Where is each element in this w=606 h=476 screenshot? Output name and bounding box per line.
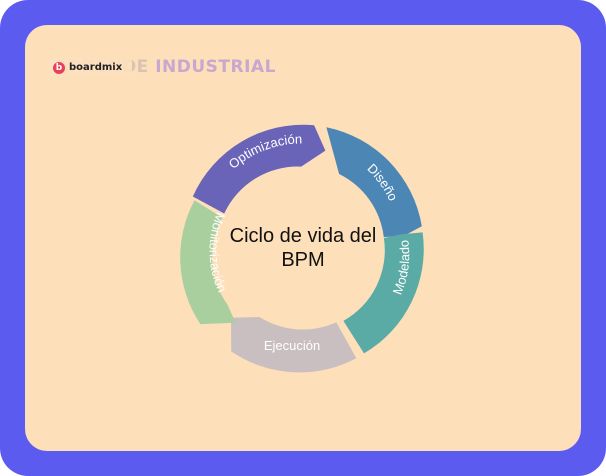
center-title: Ciclo de vida del BPM [213,224,393,272]
boardmix-logo-icon: b [53,61,65,74]
ring-segment-optimizacion [192,124,326,214]
center-title-line-1: Ciclo de vida del [229,225,377,247]
boardmix-logo: b boardmix [48,58,132,77]
ring-segment-monitorizacion [180,200,236,325]
boardmix-logo-text: boardmix [69,62,123,73]
ring-segment-modelado [343,232,424,354]
center-title-line-2: BPM [281,249,325,271]
ring-segment-diseno [326,127,422,238]
content-card [25,25,581,451]
stage-label-ejecucion: Ejecución [264,338,320,353]
ring-segment-ejecucion [231,317,357,373]
brand-watermark-suffix: INDUSTRIAL [155,57,276,77]
